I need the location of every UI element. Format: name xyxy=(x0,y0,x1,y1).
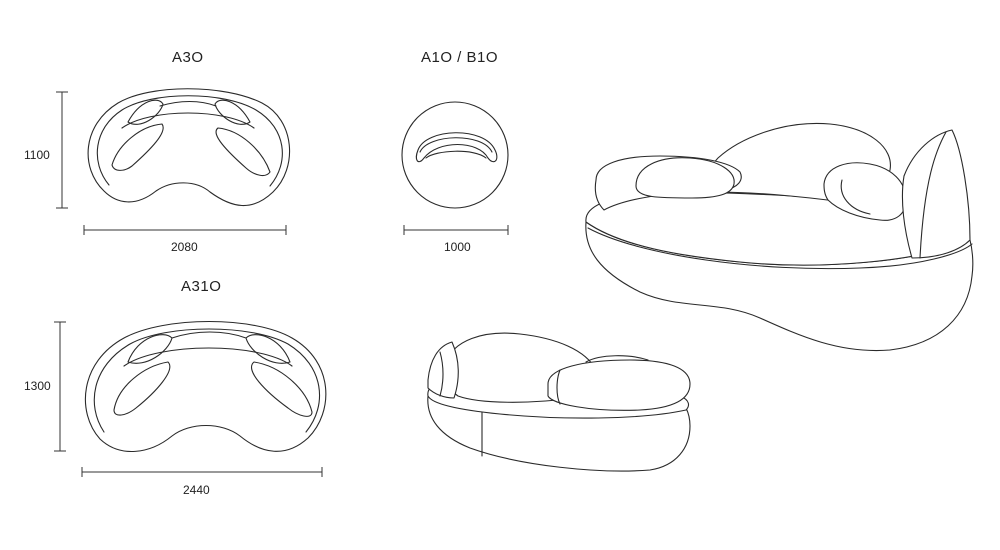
a310-height-label: 1300 xyxy=(24,379,51,393)
a30-height-label: 1100 xyxy=(24,148,50,162)
a10-title: A1O / B1O xyxy=(421,49,499,66)
a310-width-label: 2440 xyxy=(183,483,210,497)
a30-title: A3O xyxy=(172,49,204,66)
a10-plan-drawing xyxy=(401,101,509,235)
armchair-perspective xyxy=(427,332,691,472)
a310-plan-drawing xyxy=(54,320,327,477)
a310-title: A31O xyxy=(181,278,222,295)
a30-plan-drawing xyxy=(56,88,291,235)
a10-width-label: 1000 xyxy=(444,240,471,254)
a30-width-label: 2080 xyxy=(171,240,198,254)
sofa-perspective-large xyxy=(585,122,974,352)
